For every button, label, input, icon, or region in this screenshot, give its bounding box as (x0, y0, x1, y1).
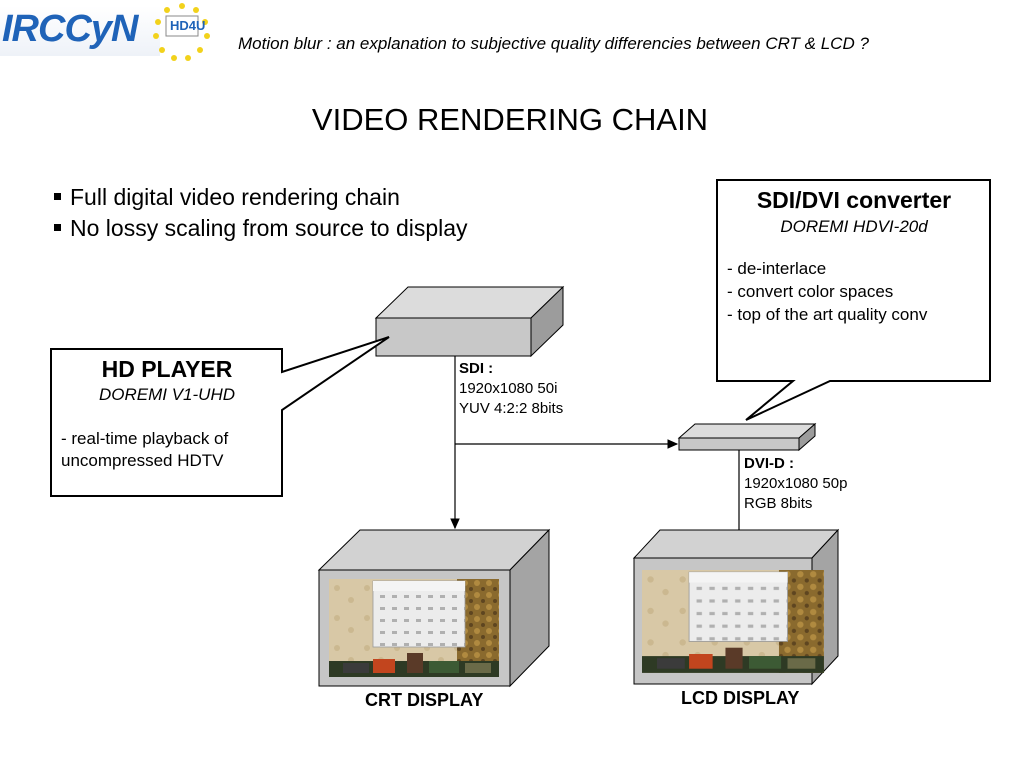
hd-player-model: DOREMI V1-UHD (98, 385, 235, 404)
crt-display (317, 528, 551, 688)
slide-title: VIDEO RENDERING CHAIN (311, 102, 709, 137)
hd-player-title: HD PLAYER (101, 356, 233, 382)
sdi-spec-head: SDI : (459, 360, 494, 377)
converter-title: SDI/DVI converter (756, 187, 952, 213)
bullet-item: No lossy scaling from source to display (54, 213, 468, 244)
dvi-spec: DVI-D : 1920x1080 50p RGB 8bits (744, 454, 847, 514)
header-caption: Motion blur : an explanation to subjecti… (238, 34, 869, 53)
lcd-display (632, 528, 840, 686)
converter-callout: SDI/DVI converter DOREMI HDVI-20d - de-i… (720, 187, 988, 325)
converter-model: DOREMI HDVI-20d (780, 217, 928, 236)
hd-player-feature-line: uncompressed HDTV (61, 451, 224, 470)
bullet-list: Full digital video rendering chain No lo… (54, 182, 468, 244)
hd-player-callout-box (50, 336, 390, 497)
logo-text: IRCCyN (2, 8, 138, 50)
hd-player-feature-line: - real-time playback of (61, 429, 229, 448)
bullet-item: Full digital video rendering chain (54, 182, 468, 213)
hd-player-device (374, 285, 565, 358)
dvi-spec-line: RGB 8bits (744, 495, 813, 512)
logo: IRCCyN (0, 6, 160, 56)
bullet-square-icon (54, 193, 61, 201)
hd-player-callout: HD PLAYER DOREMI V1-UHD - real-time play… (54, 356, 280, 471)
hd4u-badge (153, 3, 210, 61)
sdi-spec-line: 1920x1080 50i (459, 380, 558, 397)
sdi-spec: SDI : 1920x1080 50i YUV 4:2:2 8bits (459, 359, 563, 419)
lcd-screen-image (641, 569, 825, 674)
bullet-square-icon (54, 224, 61, 232)
sdi-spec-line: YUV 4:2:2 8bits (459, 400, 564, 417)
converter-feature-line: - de-interlace (727, 259, 827, 278)
dvi-spec-line: 1920x1080 50p (744, 475, 848, 492)
lcd-display-label: LCD DISPLAY (681, 688, 800, 708)
converter-device (677, 422, 817, 452)
crt-screen-image (328, 578, 500, 678)
converter-feature-line: - convert color spaces (727, 282, 894, 301)
dvi-spec-head: DVI-D : (744, 455, 794, 472)
crt-display-label: CRT DISPLAY (365, 690, 484, 710)
converter-callout-box (716, 179, 991, 421)
converter-feature-line: - top of the art quality conv (727, 305, 928, 324)
hd4u-badge-text: HD4U (170, 18, 206, 33)
